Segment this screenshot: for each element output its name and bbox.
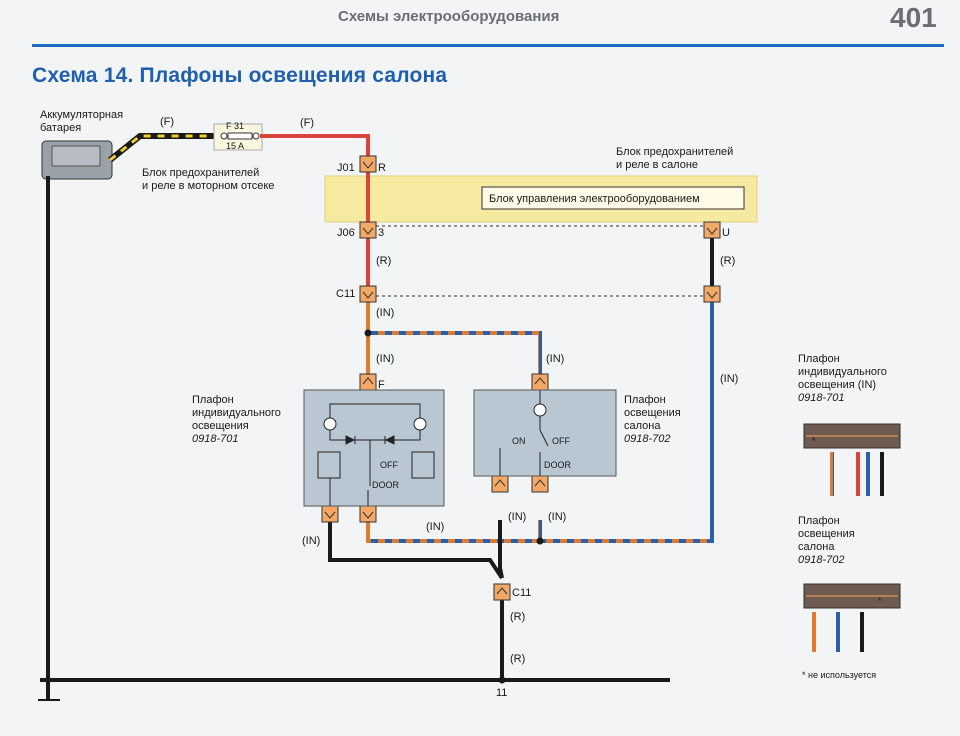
lamp2-label-3: салона [624,420,661,432]
connector-f [359,373,377,391]
fuse-rating: 15 A [226,141,244,151]
wire-code-in6: (IN) [426,521,444,533]
legend-note: * не используется [802,670,876,680]
wire-code-r2: (R) [720,255,735,267]
wire-code-in2: (IN) [376,353,394,365]
section-title: Схемы электрооборудования [338,8,560,25]
engine-block-label-2: и реле в моторном отсеке [142,180,274,192]
connector-j01 [359,155,377,173]
wire-code-in3: (IN) [546,353,564,365]
connector-c11-top [359,285,377,303]
legend1-label-1: Плафон [798,353,840,365]
page-header: Схемы электрооборудования 401 [0,0,960,50]
wire-code-r4: (R) [510,653,525,665]
lamp1-label-3: освещения [192,420,249,432]
wire-code-in1: (IN) [376,307,394,319]
connector-lamp2-top [531,373,549,391]
lamp1-label-1: Плафон [192,394,234,406]
header-rule [32,44,944,47]
conn-j01-pin: R [378,162,386,174]
legend2-star: * [878,596,882,606]
cabin-block-label-2: и реле в салоне [616,159,698,171]
lamp1-label-2: индивидуального [192,407,281,419]
lamp-cabin-box [473,389,617,477]
conn-c11-bottom: C11 [512,587,531,599]
diagram-title: Схема 14. Плафоны освещения салона [32,64,448,87]
lamp2-off: OFF [552,436,570,446]
conn-j01: J01 [337,162,355,174]
engine-block-label-1: Блок предохранителей [142,167,259,179]
wire-in-lamp1-black [328,520,504,580]
wire-code-f1: (F) [160,116,174,128]
lamp-switch-right-icon [411,451,435,479]
control-unit-label: Блок управления электрооборудованием [489,193,700,205]
lamp-individual-box [303,389,445,507]
legend2-part: 0918-702 [798,554,845,566]
conn-c11-top: C11 [336,288,355,300]
lamp2-label-1: Плафон [624,394,666,406]
conn-u-pin: U [722,227,730,239]
wire-code-r1: (R) [376,255,391,267]
conn-j06: J06 [337,227,355,239]
battery-label-2: батарея [40,122,81,134]
legend1-part: 0918-701 [798,392,845,404]
control-unit-box [481,186,745,210]
wire-f-black [108,133,220,163]
fuse-id: F 31 [226,121,244,131]
wire-f-red [260,134,370,160]
connector-j06 [359,221,377,239]
legend2-label-3: салона [798,541,835,553]
legend2-label-2: освещения [798,528,855,540]
lamp-bulb-right-icon [413,417,427,431]
conn-ground-pin: 11 [496,687,507,699]
lamp2-label-2: освещения [624,407,681,419]
battery-label-1: Аккумуляторная [40,109,123,121]
wire-in-top [366,302,542,378]
legend1-label-3: освещения (IN) [798,379,876,391]
lamp2-part: 0918-702 [624,433,671,445]
legend1-star: * [812,436,816,446]
lamp2-door: DOOR [544,460,572,470]
wire-code-in7: (IN) [508,511,526,523]
lamp1-part: 0918-701 [192,433,239,445]
conn-j06-pin: 3 [378,227,384,239]
legend2-label-1: Плафон [798,515,840,527]
lamp-switch-left-icon [317,451,341,479]
connector-u [703,221,721,239]
cabin-block-label-1: Блок предохранителей [616,146,733,158]
lamp1-off: OFF [380,460,398,470]
lamp-bulb-left-icon [323,417,337,431]
connector-c11-bottom [493,583,511,601]
connector-c11-right [703,285,721,303]
lamp2-on: ON [512,436,526,446]
wire-code-f2: (F) [300,117,314,129]
wire-code-in5: (IN) [302,535,320,547]
wire-code-r3: (R) [510,611,525,623]
wire-f-yellow [109,134,220,162]
wire-code-in4: (IN) [720,373,738,385]
wire-code-in8: (IN) [548,511,566,523]
legend1-label-2: индивидуального [798,366,887,378]
lamp1-door: DOOR [372,480,400,490]
page-number: 401 [890,2,937,33]
conn-f-pin: F [378,379,385,391]
cabin-bulb-icon [533,403,547,417]
